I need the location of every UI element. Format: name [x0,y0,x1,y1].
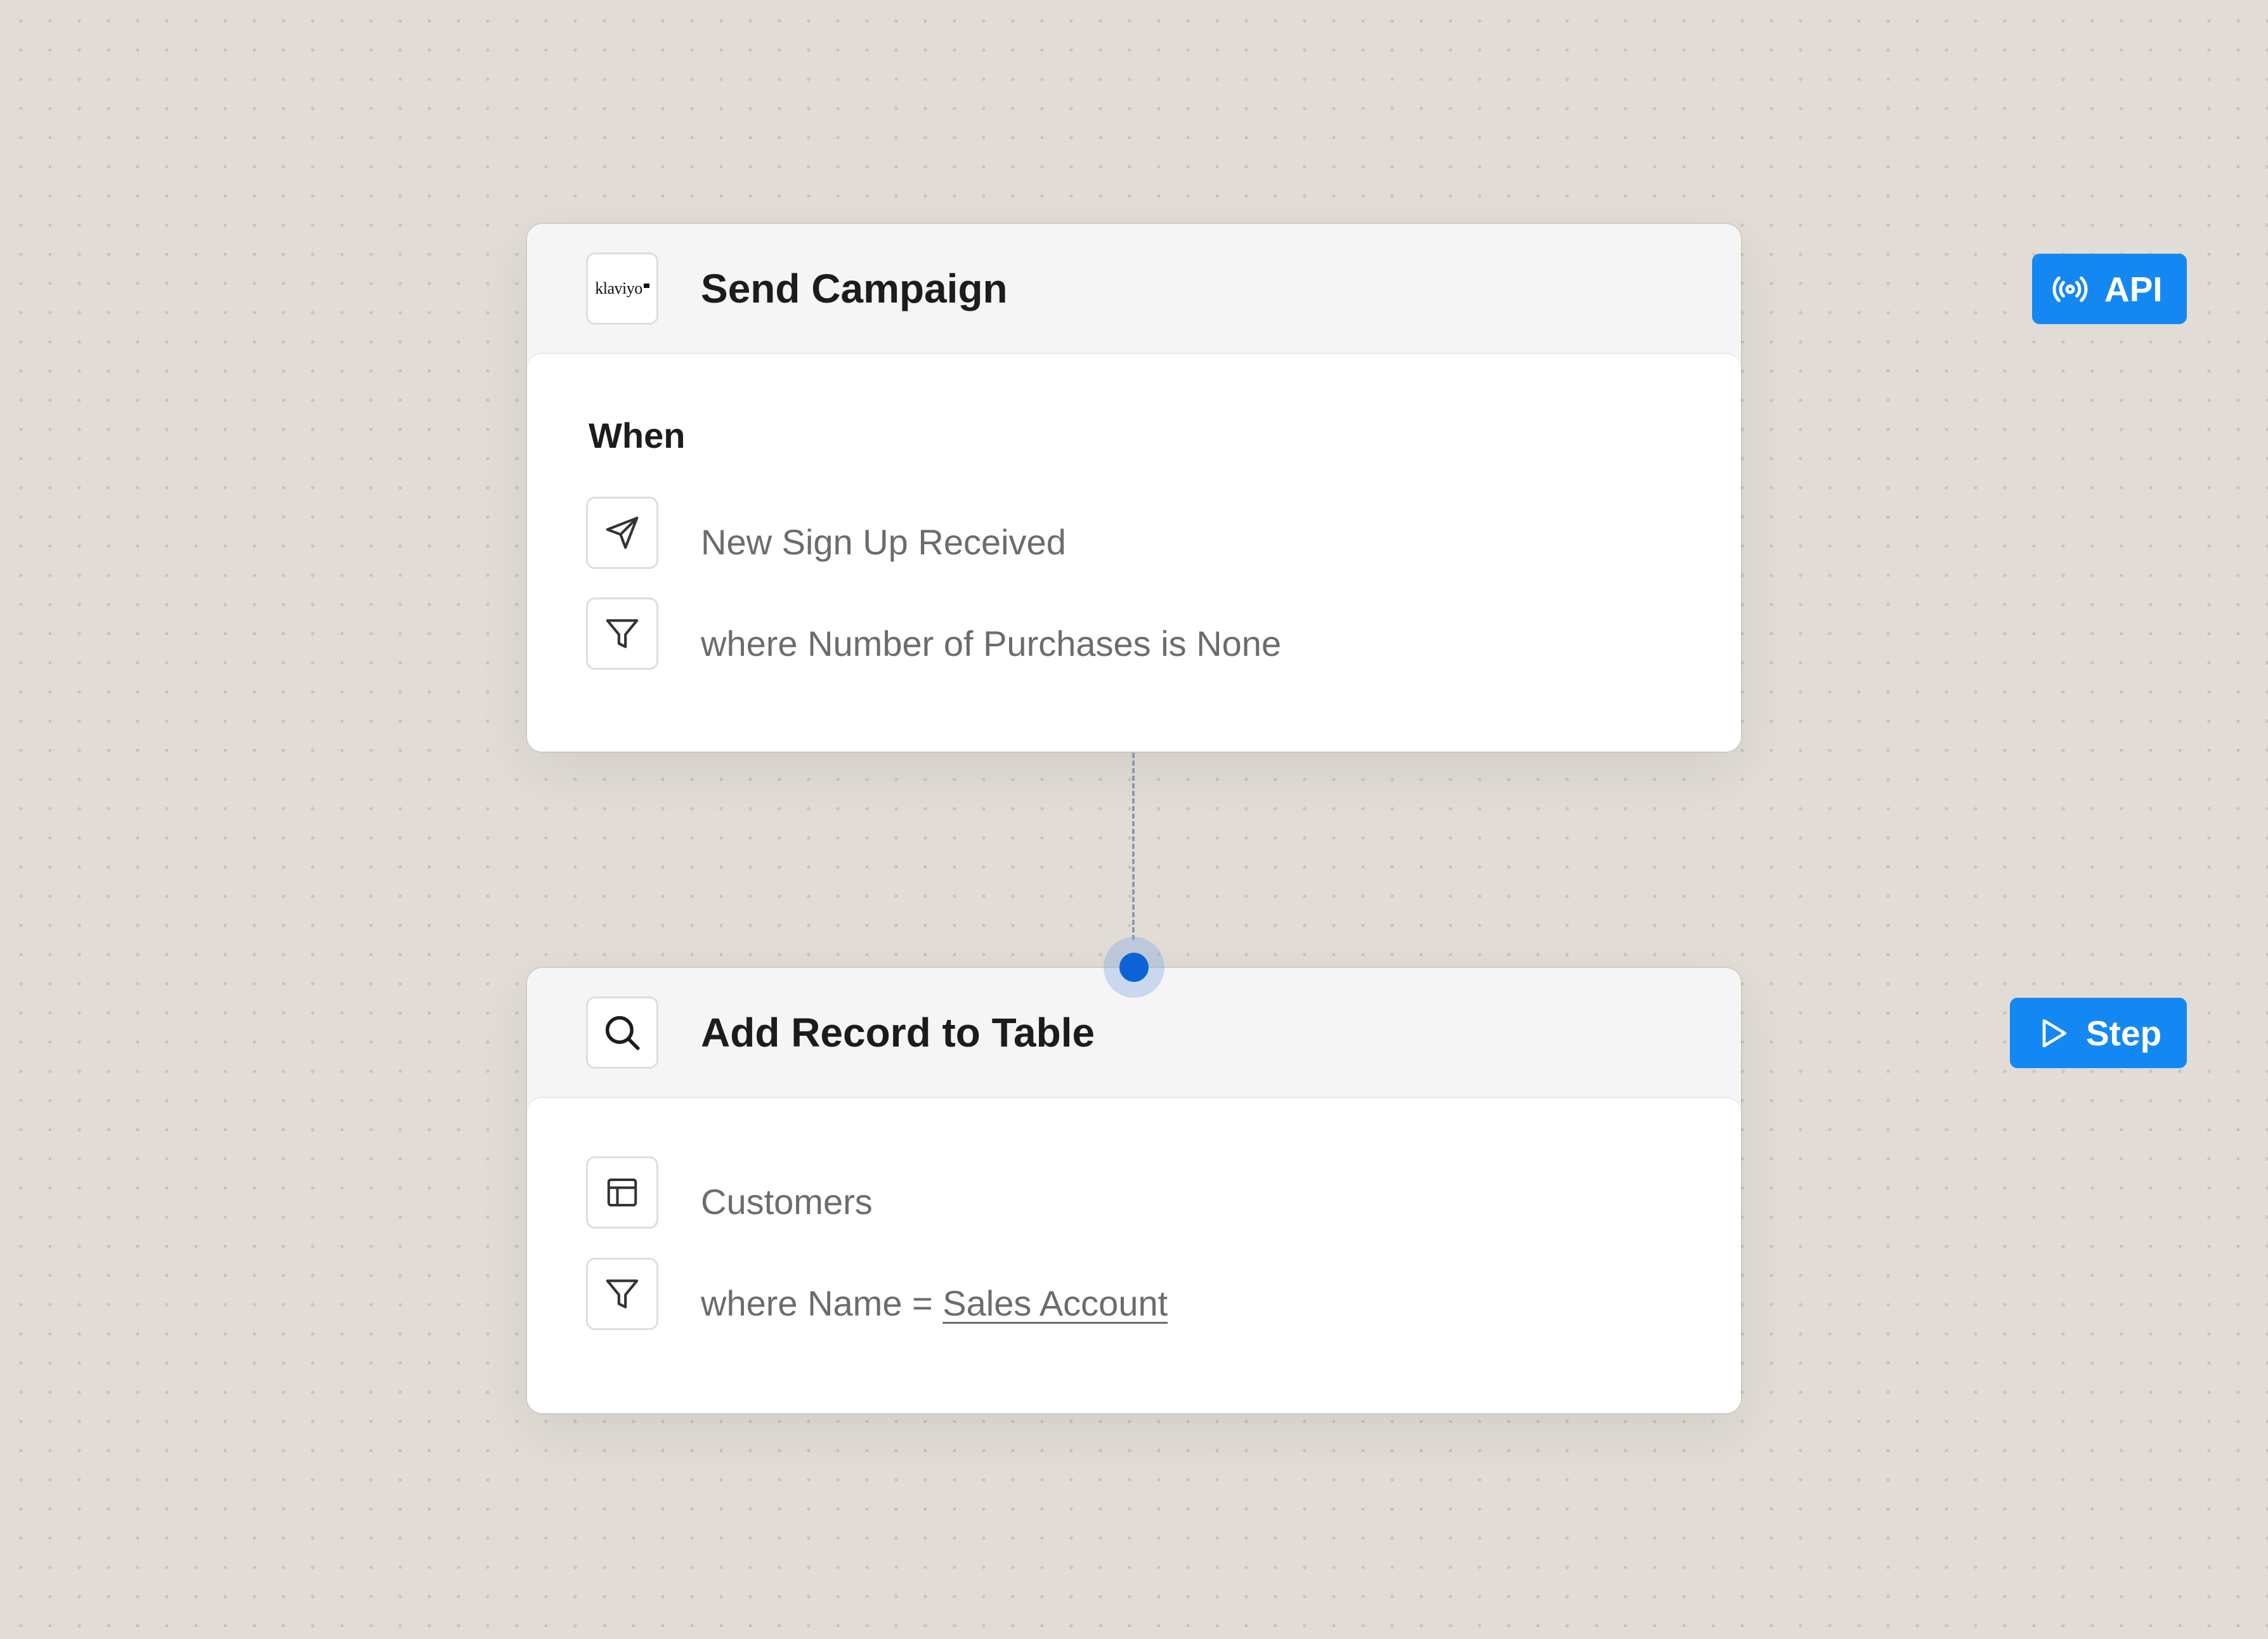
trigger-title: Send Campaign [701,266,1008,311]
action-card-body: Customers where Name = Sales Account [527,1097,1741,1413]
connector-handle[interactable] [1104,937,1164,998]
trigger-card-header: klaviyo Send Campaign API [527,224,2187,353]
trigger-card-body: When New Sign Up Received where Number o… [527,353,1741,752]
api-badge-label: API [2104,269,2163,309]
trigger-card[interactable]: klaviyo Send Campaign API When New Sign … [527,224,2187,752]
api-badge-button[interactable]: API [2032,254,2187,324]
step-badge-button[interactable]: Step [2010,998,2187,1068]
trigger-filter-text[interactable]: where Number of Purchases is None [701,624,1282,663]
action-card[interactable]: Add Record to Table Step Customers where… [527,968,2187,1413]
trigger-event-text[interactable]: New Sign Up Received [701,522,1066,562]
filter-icon [586,597,658,670]
step-badge-label: Step [2086,1013,2162,1053]
action-filter-prefix: where Name = [701,1283,943,1323]
connector-line [1132,753,1135,940]
filter-icon [586,1258,658,1330]
action-filter-row: where Name = Sales Account [701,1281,1168,1326]
action-title: Add Record to Table [701,1010,1095,1055]
broadcast-icon [2052,276,2088,302]
when-label: When [589,415,686,455]
klaviyo-logo-text: klaviyo [595,279,642,297]
search-icon [586,996,658,1069]
action-card-header: Add Record to Table Step [527,968,2187,1097]
send-icon [586,497,658,569]
table-name-text[interactable]: Customers [701,1182,873,1222]
play-icon [2042,1019,2066,1047]
klaviyo-logo-icon: klaviyo [586,252,658,325]
sales-account-link[interactable]: Sales Account [942,1283,1168,1323]
table-icon [586,1156,658,1229]
